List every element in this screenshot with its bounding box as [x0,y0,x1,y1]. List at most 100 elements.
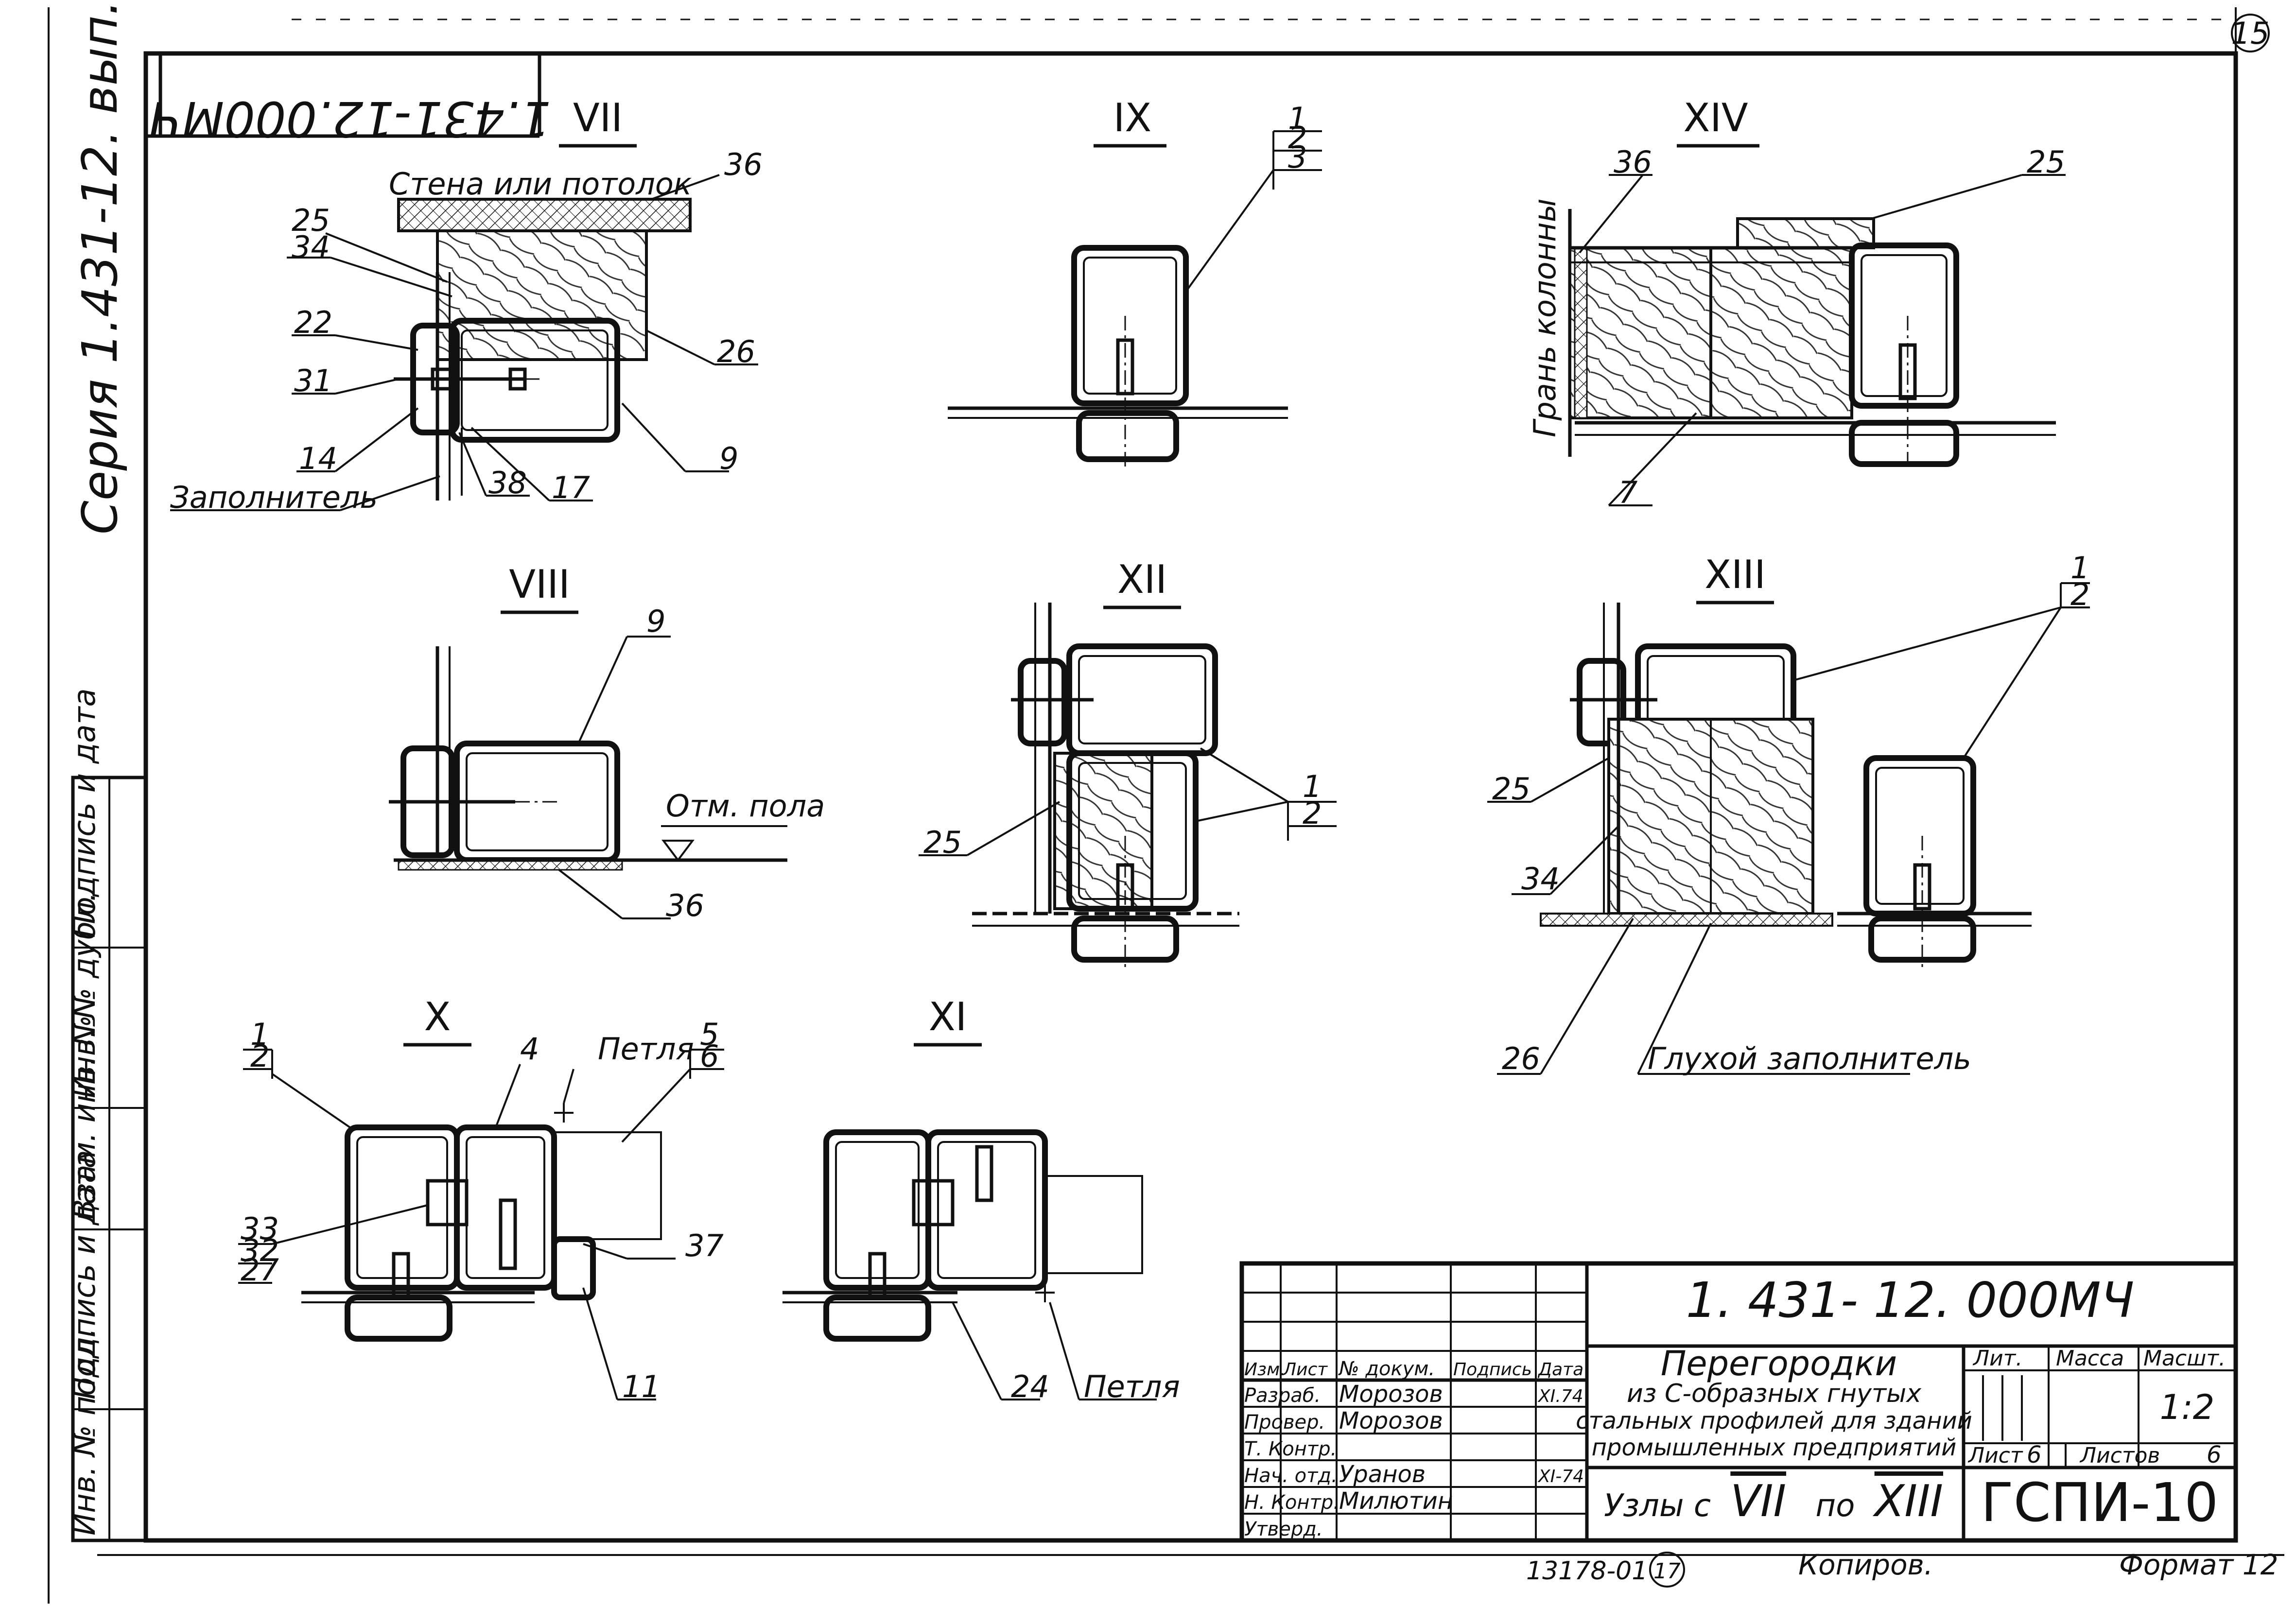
svg-text:6: 6 [700,1038,719,1074]
svg-text:Морозов: Морозов [1339,1407,1443,1434]
svg-text:3: 3 [1288,139,1307,175]
svg-text:1: 1 [1288,101,1307,136]
org-name: ГСПИ-10 [1981,1471,2219,1534]
node-XII: XII 1 2 25 [919,557,1337,972]
svg-text:XI-74: XI-74 [1537,1467,1584,1486]
svg-text:Разраб.: Разраб. [1244,1384,1321,1407]
svg-text:Петля: Петля [1084,1369,1180,1404]
svg-text:Петля: Петля [598,1031,694,1067]
svg-text:4: 4 [520,1031,539,1067]
svg-text:X: X [424,994,451,1039]
svg-text:13178-01: 13178-01 [1526,1556,1648,1586]
node-VIII: VIII Отм. пола 9 36 [389,562,825,923]
svg-text:Глухой заполнитель: Глухой заполнитель [1648,1041,1971,1076]
svg-text:Утверд.: Утверд. [1244,1518,1323,1540]
svg-text:стальных профилей для зданий: стальных профилей для зданий [1576,1407,1972,1434]
svg-text:36: 36 [724,147,763,182]
svg-text:XII: XII [1117,557,1167,602]
svg-text:1: 1 [250,1017,269,1052]
svg-text:№ докум.: № докум. [1338,1358,1435,1380]
svg-text:Т. Контр.: Т. Контр. [1244,1438,1337,1460]
svg-text:Инв. № дубл.: Инв. № дубл. [67,892,102,1098]
title-block: 1. 431- 12. 000МЧ Изм. Лист № докум. Под… [1239,1261,2238,1543]
svg-text:15: 15 [2231,16,2270,51]
svg-text:Листов: Листов [2079,1443,2160,1468]
svg-text:XI.74: XI.74 [1537,1386,1583,1406]
svg-text:Масса: Масса [2056,1346,2124,1371]
svg-text:2: 2 [2070,577,2089,612]
svg-text:38: 38 [488,465,527,501]
node-XIV: XIV Грань колонны 36 25 7 [1527,95,2066,510]
svg-text:22: 22 [294,305,332,340]
svg-text:Морозов: Морозов [1339,1381,1443,1408]
svg-text:Лист: Лист [1282,1360,1328,1380]
sheet-title: Узлы с VII по XIII [1604,1476,1943,1527]
svg-text:26: 26 [1502,1041,1540,1076]
svg-text:Провер.: Провер. [1244,1411,1325,1434]
svg-text:XIII: XIII [1705,552,1766,597]
svg-text:XI: XI [929,994,967,1039]
svg-text:36: 36 [1614,144,1652,180]
svg-text:Перегородки: Перегородки [1661,1344,1897,1383]
svg-text:Стена или потолок: Стена или потолок [389,166,692,202]
svg-text:Лит.: Лит. [1972,1346,2022,1371]
svg-text:32: 32 [241,1233,279,1268]
svg-text:VII: VII [573,95,623,140]
svg-text:25: 25 [1492,771,1531,807]
svg-text:Лист: Лист [1967,1443,2023,1468]
svg-text:6: 6 [2207,1441,2222,1469]
svg-text:2: 2 [1303,795,1322,831]
svg-text:11: 11 [622,1369,661,1404]
node-X: X 1 2 4 Петля 5 6 33 32 [238,994,724,1404]
svg-text:36: 36 [666,888,704,923]
svg-text:17: 17 [1653,1559,1681,1584]
svg-text:1:2: 1:2 [2160,1387,2215,1427]
svg-text:1.431-12.000МЧ: 1.431-12.000МЧ [149,90,551,147]
svg-text:IX: IX [1113,95,1151,140]
svg-text:Уранов: Уранов [1339,1461,1426,1488]
svg-text:Взам. инв. №: Взам. инв. № [67,1015,102,1220]
svg-text:31: 31 [294,363,332,398]
top-stamp: 1.431-12.000МЧ [146,53,551,147]
series-label: Серия 1.431-12. вып.0 [71,0,128,535]
svg-text:VIII: VIII [509,562,570,607]
svg-text:Копиров.: Копиров. [1798,1548,1933,1581]
svg-text:промышленных предприятий: промышленных предприятий [1592,1434,1957,1461]
svg-text:34: 34 [1521,861,1560,897]
svg-text:Подпись: Подпись [1453,1360,1532,1380]
svg-text:Формат 12: Формат 12 [2119,1548,2279,1581]
svg-text:25: 25 [923,825,962,860]
svg-text:2: 2 [1288,120,1307,156]
svg-text:14: 14 [299,441,337,476]
svg-text:1: 1 [1303,769,1322,804]
svg-text:Подпись и дата: Подпись и дата [67,1150,102,1400]
svg-text:из С-образных гнутых: из С-образных гнутых [1627,1379,1922,1408]
doc-code: 1. 431- 12. 000МЧ [1686,1272,2134,1329]
node-IX: IX 1 2 3 [948,95,1322,467]
page-number: 15 [2231,14,2270,52]
svg-text:XIV: XIV [1683,95,1748,140]
svg-text:1: 1 [2070,550,2089,586]
svg-text:17: 17 [552,470,590,505]
svg-text:25: 25 [2027,144,2065,180]
svg-text:Нач. отд.: Нач. отд. [1244,1465,1338,1487]
svg-text:34: 34 [292,229,330,265]
svg-text:33: 33 [241,1211,279,1246]
side-stamp: Инв. № подл. Подпись и дата Взам. инв. №… [67,688,148,1542]
svg-text:2: 2 [250,1038,269,1074]
svg-text:Заполнитель: Заполнитель [170,480,378,515]
svg-text:Милютин: Милютин [1339,1487,1453,1515]
svg-text:7: 7 [1618,475,1637,510]
svg-text:37: 37 [685,1228,724,1263]
svg-text:24: 24 [1011,1369,1049,1404]
node-XI: XI 24 Петля [783,994,1180,1404]
svg-text:9: 9 [719,441,738,476]
node-XIII: XIII 1 2 25 34 26 Глухой з [1487,550,2090,1076]
svg-text:Подпись и дата: Подпись и дата [67,688,102,938]
svg-text:27: 27 [241,1252,279,1288]
footer-notes: 13178-01 17 Копиров. Формат 12 [1526,1548,2279,1588]
svg-text:9: 9 [646,604,665,639]
svg-text:Отм. пола: Отм. пола [666,788,825,824]
svg-text:25: 25 [292,203,330,238]
